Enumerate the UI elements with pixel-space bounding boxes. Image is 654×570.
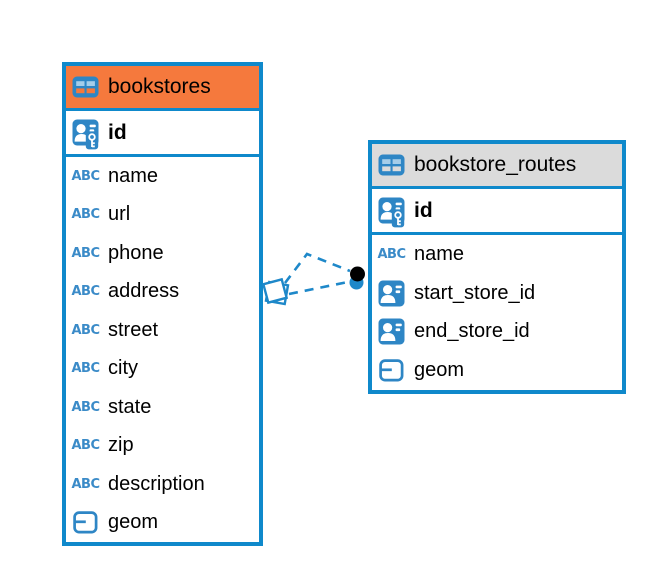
column-row-state[interactable]: ABC state: [66, 388, 259, 427]
text-type-icon: ABC: [71, 245, 101, 261]
primary-key-icon: [378, 193, 405, 228]
column-name: geom: [108, 511, 159, 534]
column-name: id: [414, 198, 433, 222]
column-row-zip[interactable]: ABC zip: [66, 426, 259, 465]
geometry-type-icon: [72, 511, 99, 534]
endpoint-dot-glyph[interactable]: [349, 266, 366, 290]
text-type-icon: ABC: [71, 438, 101, 454]
table-bookstores[interactable]: bookstores id ABC name ABC url ABC phone…: [62, 62, 263, 546]
text-type-icon: ABC: [71, 361, 101, 377]
column-name: name: [108, 164, 159, 187]
column-name: zip: [108, 434, 134, 457]
column-list: ABC name ABC url ABC phone ABC address A…: [66, 157, 259, 542]
column-name: phone: [108, 241, 164, 264]
column-row-phone[interactable]: ABC phone: [66, 234, 259, 273]
column-row-address[interactable]: ABC address: [66, 272, 259, 311]
column-row-url[interactable]: ABC url: [66, 195, 259, 234]
column-row-geom[interactable]: geom: [66, 503, 259, 542]
reference-icon: [378, 280, 405, 307]
column-name: id: [108, 120, 127, 144]
table-title: bookstore_routes: [414, 153, 577, 176]
text-type-icon: ABC: [71, 476, 101, 492]
column-row-end-store-id[interactable]: end_store_id: [372, 312, 622, 352]
table-icon: [72, 76, 99, 98]
text-type-icon: ABC: [71, 399, 101, 415]
text-type-icon: ABC: [71, 284, 101, 300]
table-bookstore-routes-header[interactable]: bookstore_routes: [372, 144, 622, 189]
table-bookstores-header[interactable]: bookstores: [66, 66, 259, 111]
column-name: city: [108, 357, 138, 380]
column-row-city[interactable]: ABC city: [66, 349, 259, 388]
relationship-line-upper[interactable]: [283, 252, 351, 284]
column-name: state: [108, 395, 152, 418]
stacked-squares-glyph[interactable]: [261, 277, 290, 306]
column-name: name: [414, 242, 465, 265]
geometry-type-icon: [378, 359, 405, 382]
table-icon: [378, 154, 405, 176]
column-row-id[interactable]: id: [372, 189, 622, 235]
column-name: address: [108, 280, 180, 303]
column-name: url: [108, 203, 131, 226]
column-row-geom[interactable]: geom: [372, 351, 622, 390]
text-type-icon: ABC: [377, 246, 407, 262]
column-name: end_store_id: [414, 320, 530, 343]
column-row-description[interactable]: ABC description: [66, 465, 259, 504]
column-name: street: [108, 318, 159, 341]
relationship-line-lower[interactable]: [288, 280, 349, 296]
column-row-id[interactable]: id: [66, 111, 259, 157]
primary-key-icon: [72, 115, 99, 150]
text-type-icon: ABC: [71, 168, 101, 184]
text-type-icon: ABC: [71, 207, 101, 223]
column-row-start-store-id[interactable]: start_store_id: [372, 273, 622, 313]
reference-icon: [378, 318, 405, 345]
table-title: bookstores: [108, 75, 211, 98]
column-list: ABC name start_store_id end_store_id ge: [372, 235, 622, 390]
table-bookstore-routes[interactable]: bookstore_routes id ABC name start_store…: [368, 140, 626, 394]
text-type-icon: ABC: [71, 322, 101, 338]
column-name: start_store_id: [414, 281, 536, 304]
column-row-name[interactable]: ABC name: [372, 235, 622, 274]
column-row-name[interactable]: ABC name: [66, 157, 259, 196]
column-name: geom: [414, 359, 465, 382]
column-name: description: [108, 472, 205, 495]
column-row-street[interactable]: ABC street: [66, 311, 259, 350]
